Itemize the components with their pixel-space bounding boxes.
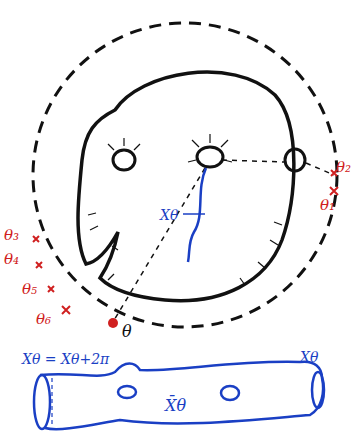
surface-label: X̄θ	[165, 398, 186, 414]
blue-curve	[188, 168, 206, 262]
fiber-label: Xθ	[300, 350, 318, 364]
surface-outline	[78, 72, 294, 301]
angle-label: θ₂	[336, 160, 351, 175]
red-marks	[33, 170, 338, 314]
angle-label: θ₁	[320, 198, 335, 213]
seam-line	[51, 378, 52, 426]
angle-label: θ₄	[4, 252, 19, 267]
hole-hatching	[108, 134, 232, 162]
angle-label: θ₆	[36, 312, 51, 327]
angle-label: θ₃	[4, 228, 19, 243]
dashed-circle	[33, 23, 337, 327]
red-point	[108, 318, 118, 328]
dashed-rays	[113, 160, 334, 322]
cylinder-surface	[34, 362, 324, 429]
fiber-label: Xθ = Xθ+2π	[22, 352, 109, 366]
angle-label: θ	[122, 324, 132, 340]
holes	[113, 147, 305, 171]
fiber-label: Xθ	[160, 208, 178, 222]
angle-label: θ₅	[22, 282, 37, 297]
leader-line	[183, 213, 205, 215]
boundary-hatching	[88, 213, 282, 285]
